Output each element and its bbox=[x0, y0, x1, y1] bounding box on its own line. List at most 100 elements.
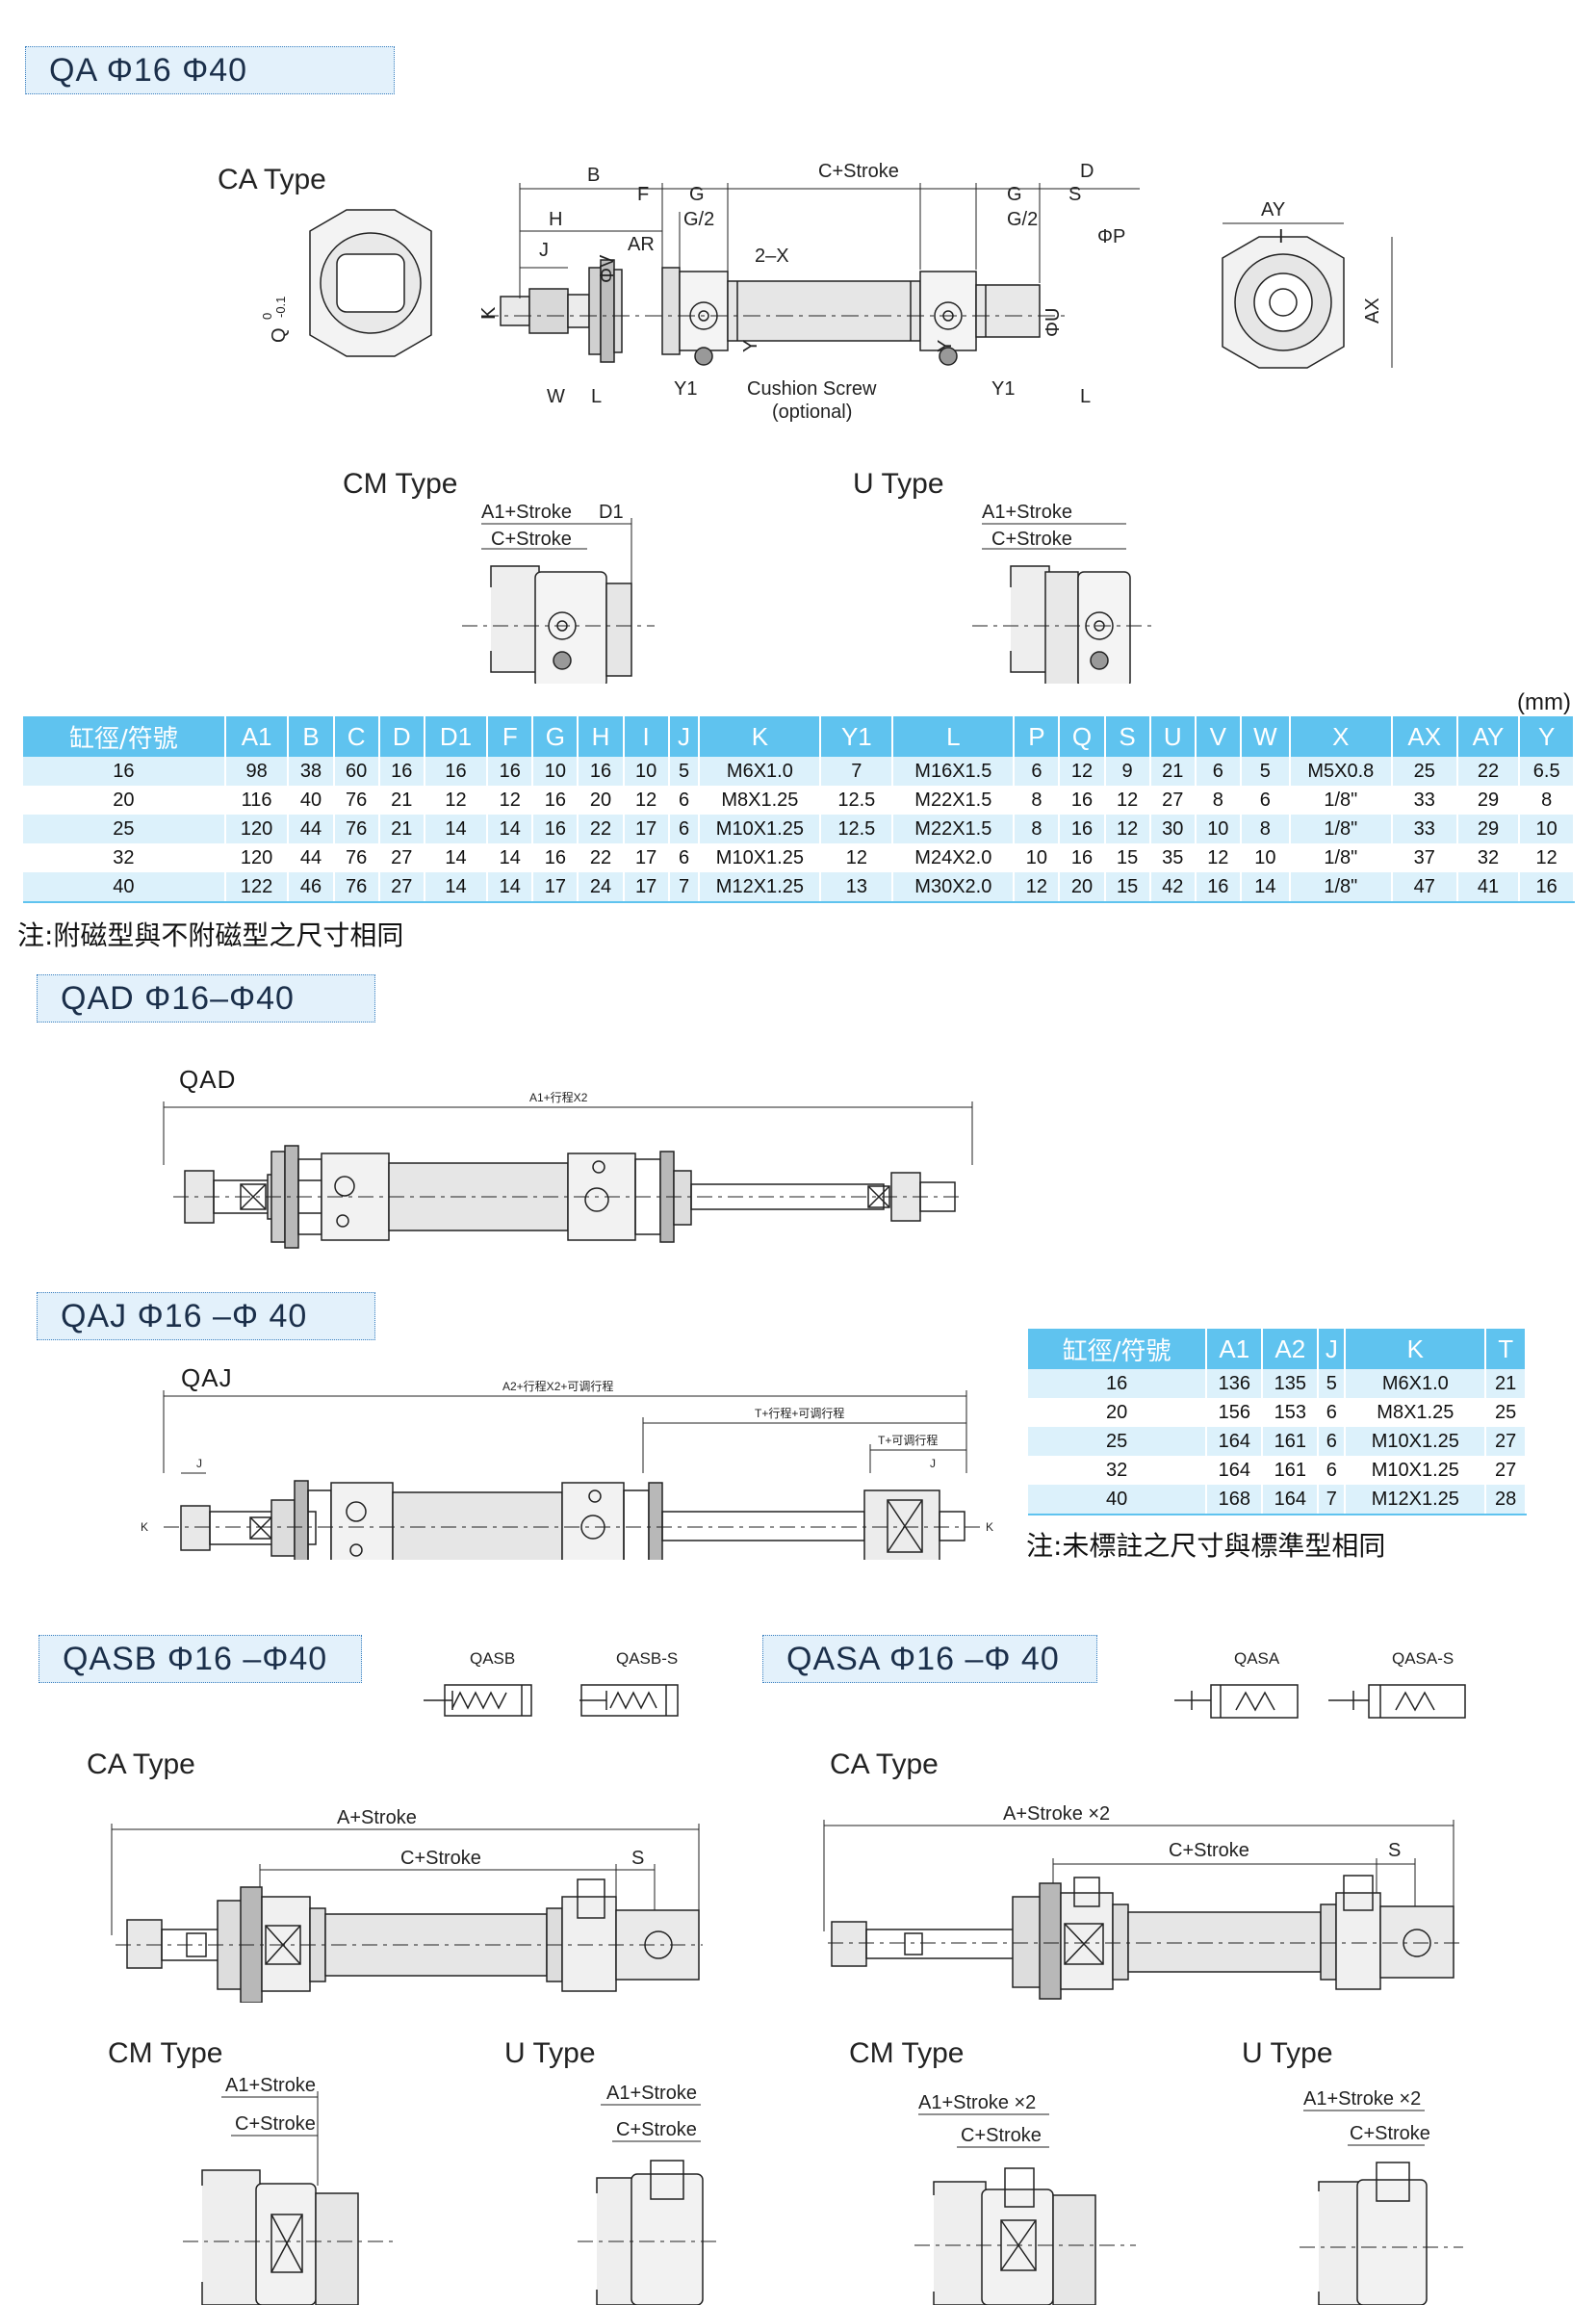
qa-table-cell: 12 bbox=[1059, 757, 1106, 786]
qa-table-cell: 22 bbox=[578, 843, 625, 872]
qa-table-cell: 15 bbox=[1104, 843, 1151, 872]
qa-table-cell: 14 bbox=[424, 843, 489, 872]
qa-th-9: I bbox=[623, 716, 670, 757]
qaj-table-cell: 6 bbox=[1318, 1456, 1347, 1485]
qa-table-cell: 33 bbox=[1391, 815, 1458, 843]
qasb-cm-dim-a1: A1+Stroke bbox=[225, 2075, 316, 2096]
qasb-cm-type-title: CM Type bbox=[108, 2037, 223, 2069]
qaj-table-cell: 25 bbox=[1485, 1398, 1527, 1427]
qaj-th-3: J bbox=[1318, 1329, 1347, 1369]
qa-table-cell: 6 bbox=[668, 786, 701, 815]
qa-table-cell: 76 bbox=[333, 872, 380, 903]
dim-Q-tol-upper: 0 bbox=[260, 313, 274, 320]
qa-table-cell: 9 bbox=[1104, 757, 1151, 786]
qa-table-cell: M6X1.0 bbox=[699, 757, 822, 786]
qaj-table-cell: 6 bbox=[1318, 1398, 1347, 1427]
qa-dimension-table: 缸徑/符號 A1 B C D D1 F G H I J K Y1 L P Q S… bbox=[23, 716, 1575, 903]
dim-G-front: G bbox=[689, 184, 705, 205]
qa-table-cell: 12 bbox=[1014, 872, 1061, 903]
qa-th-6: F bbox=[487, 716, 534, 757]
qa-table-cell: 16 bbox=[1059, 843, 1106, 872]
qa-table-cell: 20 bbox=[578, 786, 625, 815]
qa-table-cell: 13 bbox=[820, 872, 894, 903]
qaj-table-cell: 28 bbox=[1485, 1485, 1527, 1515]
qa-table-cell: 14 bbox=[1240, 872, 1291, 903]
qaj-table-cell: 40 bbox=[1028, 1485, 1208, 1515]
qaj-th-5: T bbox=[1485, 1329, 1527, 1369]
qa-table-cell: 12.5 bbox=[820, 815, 894, 843]
qasb-dim-S: S bbox=[631, 1848, 644, 1869]
qa-table-cell: M5X0.8 bbox=[1289, 757, 1393, 786]
qad-section-label: QAD Φ16–Φ40 bbox=[37, 974, 375, 1023]
qa-table-cell: 30 bbox=[1149, 815, 1197, 843]
qa-th-1: A1 bbox=[224, 716, 290, 757]
qa-table-cell: 7 bbox=[820, 757, 894, 786]
qa-th-21: AX bbox=[1391, 716, 1458, 757]
qasa-ca-drawing: A+Stroke ×2 C+Stroke S bbox=[823, 1803, 1459, 2000]
qad-drawing: A1+行程X2 bbox=[163, 1090, 973, 1249]
qa-th-5: D1 bbox=[424, 716, 489, 757]
qa-table-cell: 16 bbox=[532, 815, 579, 843]
dim-Y-front: Y bbox=[740, 340, 761, 352]
qa-u-type-title: U Type bbox=[853, 468, 944, 500]
qa-table-cell: 14 bbox=[424, 815, 489, 843]
qa-table-cell: 44 bbox=[288, 815, 335, 843]
qaj-th-2: A2 bbox=[1262, 1329, 1320, 1369]
qa-table-cell: 76 bbox=[333, 843, 380, 872]
qa-table-cell: 12 bbox=[487, 786, 534, 815]
qaj-dim-t2: T+可调行程 bbox=[878, 1433, 938, 1447]
qa-th-3: C bbox=[333, 716, 380, 757]
qaj-table-cell: 32 bbox=[1028, 1456, 1208, 1485]
qa-table-cell: 12 bbox=[820, 843, 894, 872]
qaj-dim-K-left: K bbox=[141, 1520, 148, 1534]
qa-table-cell: 40 bbox=[288, 786, 335, 815]
qa-table-cell: 16 bbox=[1519, 872, 1575, 903]
qaj-dim-t: T+行程+可调行程 bbox=[755, 1406, 844, 1420]
qaj-table-cell: 20 bbox=[1028, 1398, 1208, 1427]
qa-table-cell: 10 bbox=[623, 757, 670, 786]
qa-table-cell: 22 bbox=[578, 815, 625, 843]
qa-table-cell: 24 bbox=[578, 872, 625, 903]
qa-table-cell: 12 bbox=[1519, 843, 1575, 872]
qa-table-cell: 6 bbox=[668, 843, 701, 872]
qasa-dim-c-stroke: C+Stroke bbox=[1169, 1840, 1249, 1861]
dim-Y-rear: Y bbox=[935, 340, 956, 352]
qa-table-cell: 40 bbox=[23, 872, 226, 903]
qaj-th-1: A1 bbox=[1206, 1329, 1264, 1369]
qa-table-cell: 41 bbox=[1456, 872, 1521, 903]
qaj-table-cell: 5 bbox=[1318, 1369, 1347, 1398]
qa-table-cell: 47 bbox=[1391, 872, 1458, 903]
qa-th-7: G bbox=[532, 716, 579, 757]
qa-table-cell: 60 bbox=[333, 757, 380, 786]
qa-table-cell: 16 bbox=[1195, 872, 1242, 903]
qa-table-cell: 12 bbox=[623, 786, 670, 815]
qa-table-cell: M8X1.25 bbox=[699, 786, 822, 815]
qasb-cm-dim-c: C+Stroke bbox=[235, 2113, 316, 2135]
qa-ca-drawing: B C+Stroke D F G G S G/2 G/2 H J AR ΦV 2… bbox=[260, 161, 1393, 423]
cm-dim-D1: D1 bbox=[599, 502, 624, 523]
qa-table-cell: 46 bbox=[288, 872, 335, 903]
qa-table-cell: 16 bbox=[23, 757, 226, 786]
qasb-u-dim-a1: A1+Stroke bbox=[606, 2083, 697, 2104]
qa-table-cell: M12X1.25 bbox=[699, 872, 822, 903]
qa-th-23: Y bbox=[1519, 716, 1575, 757]
qaj-table-cell: 164 bbox=[1206, 1456, 1264, 1485]
qa-table-cell: 16 bbox=[532, 786, 579, 815]
qa-table-cell: 6 bbox=[1195, 757, 1242, 786]
qa-table-cell: 17 bbox=[623, 843, 670, 872]
qasa-u-dim-a1: A1+Stroke ×2 bbox=[1303, 2088, 1421, 2110]
qasa-u-type-title: U Type bbox=[1242, 2037, 1333, 2069]
qa-table-cell: M22X1.5 bbox=[892, 786, 1016, 815]
qasb-cm-drawing: A1+Stroke C+Stroke bbox=[183, 2075, 395, 2305]
qa-table-header-row: 缸徑/符號 A1 B C D D1 F G H I J K Y1 L P Q S… bbox=[23, 716, 1575, 757]
dim-AX: AX bbox=[1362, 298, 1383, 324]
qaj-table-cell: 156 bbox=[1206, 1398, 1264, 1427]
qa-table-cell: 12 bbox=[424, 786, 489, 815]
dim-Y1-rear: Y1 bbox=[991, 378, 1015, 400]
qa-th-17: U bbox=[1149, 716, 1197, 757]
dim-Q-tol-lower: -0.1 bbox=[273, 297, 288, 318]
qa-table-cell: 17 bbox=[532, 872, 579, 903]
qa-table-cell: 16 bbox=[1059, 815, 1106, 843]
qaj-table-cell: 161 bbox=[1262, 1456, 1320, 1485]
